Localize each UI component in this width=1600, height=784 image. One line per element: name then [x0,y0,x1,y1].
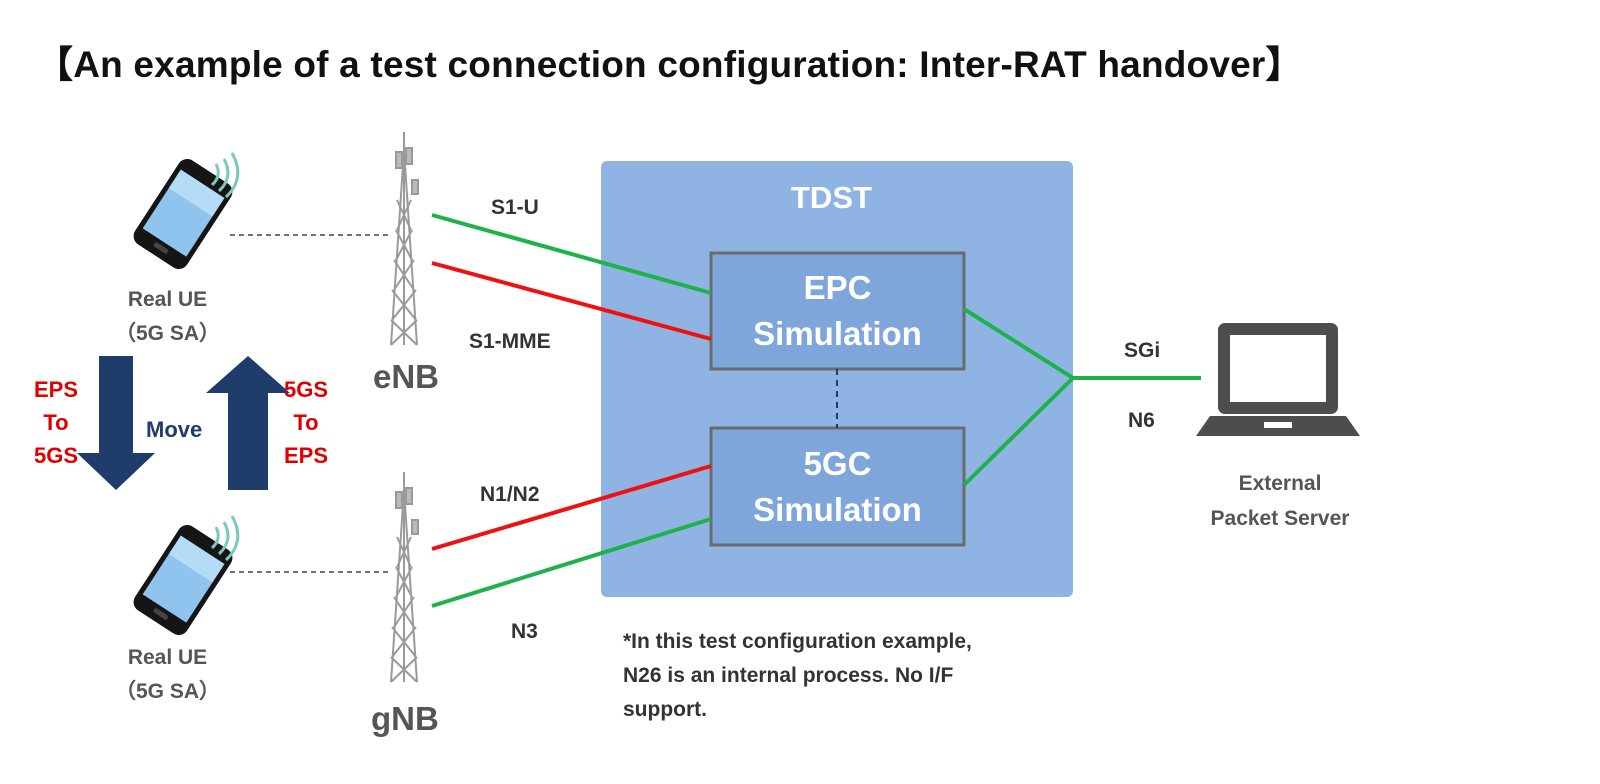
ue-top-label-line2: （5G SA） [114,322,221,345]
epc-to-hub-line [962,307,1075,380]
ue-bottom-label-line1: Real UE [127,646,208,669]
server-label-line1: External [1238,472,1322,495]
5gc-simulation-box [709,426,966,547]
server-label-line2: Packet Server [1210,507,1350,530]
phone-icon [133,525,233,635]
n3-label: N3 [511,620,538,643]
5gs-to-eps-line1: 5GS [283,377,329,402]
5gs-to-eps-arrow [206,356,290,490]
5gs-to-eps-label: 5GS To EPS [276,373,336,472]
epc-simulation-label: EPC Simulation [711,265,964,357]
eps-to-5gs-arrow [77,356,155,490]
s1mme-line [431,261,712,341]
note-line3: support. [623,698,707,721]
s1u-label: S1-U [491,196,539,219]
s1mme-label: S1-MME [469,330,551,353]
eps-to-5gs-line1: EPS [33,377,79,402]
note-line2: N26 is an internal process. No I/F [623,664,954,687]
external-packet-server-label: External Packet Server [1180,466,1380,536]
epc-simulation-box [709,251,966,371]
epc-label-line1: EPC [803,269,872,306]
n26-footnote: *In this test configuration example, N26… [623,625,972,727]
wifi-signal-icon [210,515,240,562]
gnb-tower-icon [390,472,419,683]
5gc-simulation-label: 5GC Simulation [711,441,964,533]
ue-bottom-label: Real UE （5G SA） [100,641,235,709]
s1u-line [431,213,712,295]
5gc-label-line2: Simulation [753,491,922,528]
5gc-to-hub-line [962,376,1075,487]
eps-to-5gs-line2: To [43,410,69,435]
enb-label: eNB [373,358,440,395]
eps-to-5gs-line3: 5GS [33,443,79,468]
n6-label: N6 [1128,409,1155,432]
ue-top-label: Real UE （5G SA） [100,283,235,351]
laptop-icon [1196,323,1360,436]
5gs-to-eps-line3: EPS [283,443,329,468]
n1n2-line [431,464,712,551]
ue-top-label-line1: Real UE [127,288,208,311]
gnb-label: gNB [371,700,439,737]
eps-to-5gs-label: EPS To 5GS [26,373,86,472]
5gc-label-line1: 5GC [803,445,872,482]
n3-line [431,517,712,608]
tdst-label: TDST [791,180,872,215]
move-label: Move [146,417,203,442]
5gs-to-eps-line2: To [293,410,319,435]
enb-tower-icon [390,132,419,346]
ue-bottom-label-line2: （5G SA） [114,680,221,703]
n1n2-label: N1/N2 [480,483,540,506]
sgi-label: SGi [1124,339,1161,362]
epc-label-line2: Simulation [753,315,922,352]
wifi-signal-icon [210,152,240,199]
note-line1: *In this test configuration example, [623,630,972,653]
phone-icon [133,159,233,269]
diagram-title: 【An example of a test connection configu… [36,44,1303,85]
